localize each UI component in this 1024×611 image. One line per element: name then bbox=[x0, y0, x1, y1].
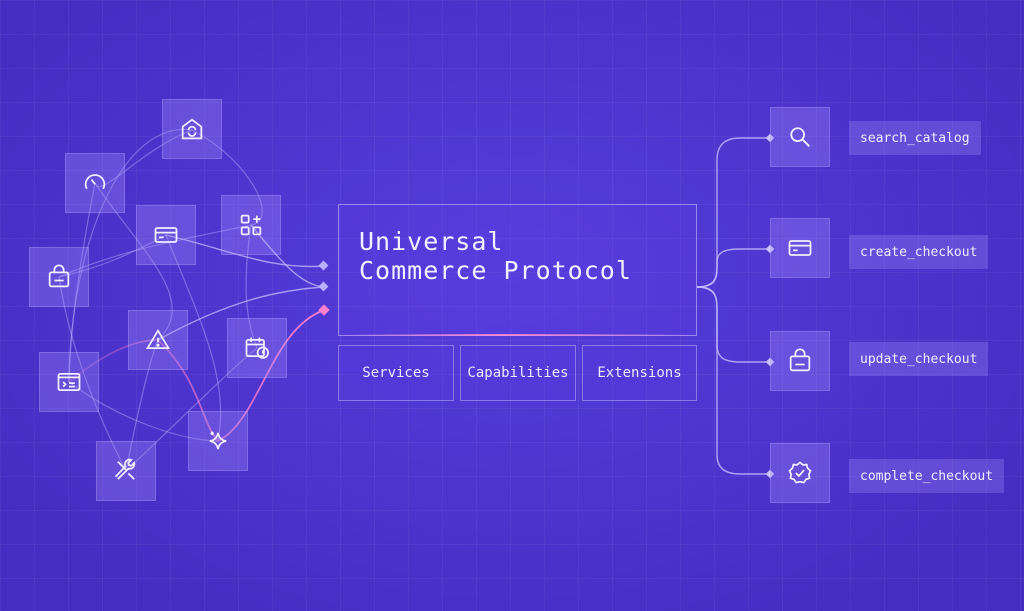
tool-label-search-catalog: search_catalog bbox=[849, 121, 981, 155]
title-line-1: Universal bbox=[359, 227, 504, 256]
shopping-bag-icon bbox=[770, 331, 830, 391]
search-icon bbox=[770, 107, 830, 167]
services-box: Services bbox=[338, 345, 454, 401]
capabilities-box: Capabilities bbox=[460, 345, 576, 401]
terminal-window-icon bbox=[39, 352, 99, 412]
refresh-store-icon bbox=[162, 99, 222, 159]
credit-card-icon bbox=[770, 218, 830, 278]
sparkle-icon bbox=[188, 411, 248, 471]
protocol-title-box: Universal Commerce Protocol bbox=[338, 204, 697, 336]
title-box-glow bbox=[339, 334, 696, 336]
tool-label-create-checkout: create_checkout bbox=[849, 235, 989, 269]
gauge-icon bbox=[65, 153, 125, 213]
extensions-box: Extensions bbox=[582, 345, 697, 401]
badge-check-icon bbox=[770, 443, 830, 503]
tools-icon bbox=[96, 441, 156, 501]
title-line-2: Commerce Protocol bbox=[359, 256, 632, 285]
shopping-bag-icon bbox=[29, 247, 89, 307]
calendar-clock-icon bbox=[227, 318, 287, 378]
warning-icon bbox=[128, 310, 188, 370]
apps-add-icon bbox=[221, 195, 281, 255]
tool-label-complete-checkout: complete_checkout bbox=[849, 459, 1005, 493]
credit-card-icon bbox=[136, 205, 196, 265]
tool-label-update-checkout: update_checkout bbox=[849, 342, 989, 376]
